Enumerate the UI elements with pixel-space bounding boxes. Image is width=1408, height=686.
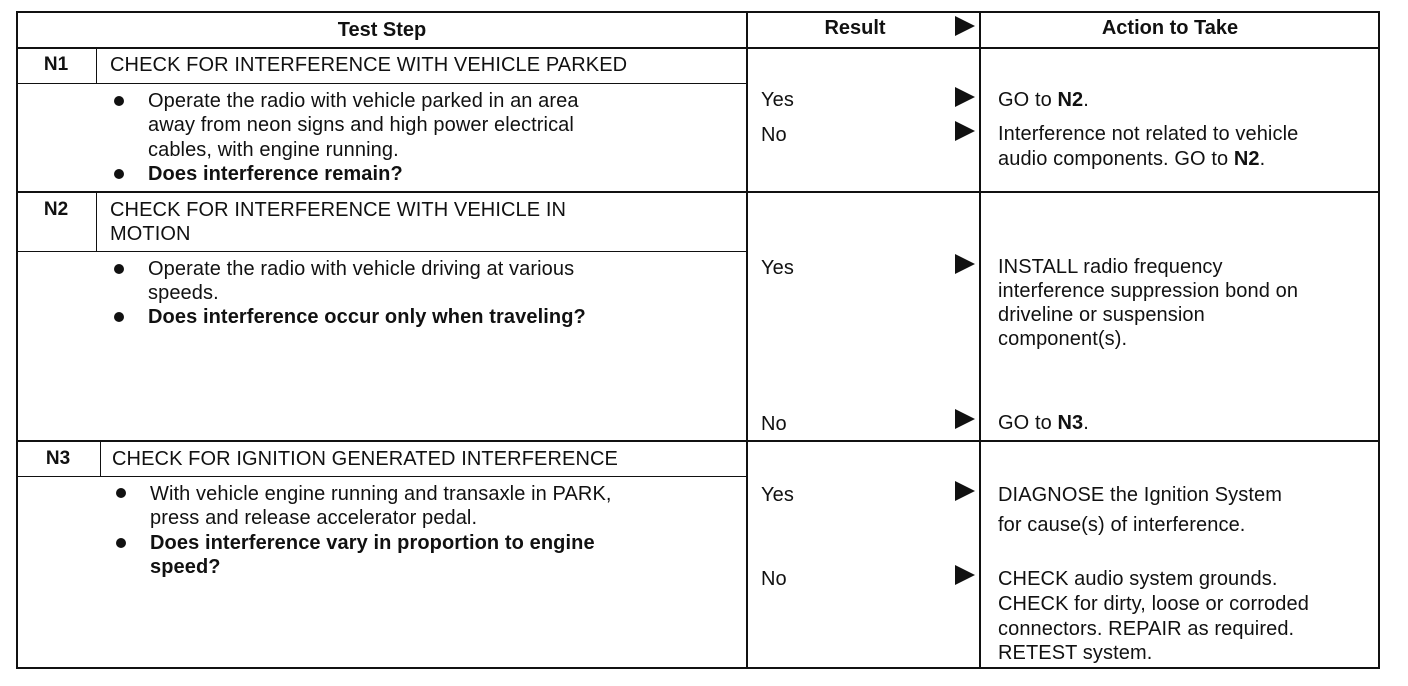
action-line: component(s). (998, 328, 1128, 350)
step-title-n2: CHECK FOR INTERFERENCE WITH VEHICLE IN (110, 199, 567, 221)
n1-bottom-rule (16, 191, 1380, 193)
action-line: INSTALL radio frequency (998, 256, 1223, 278)
action-line: CHECK for dirty, loose or corroded (998, 593, 1309, 615)
n2-id-divider (96, 193, 97, 251)
header-bottom-rule (16, 47, 1380, 49)
action-line: interference suppression bond on (998, 280, 1299, 302)
instruction-line: press and release accelerator pedal. (150, 507, 478, 529)
step-id-n1: N1 (43, 54, 69, 75)
n3-id-divider (100, 442, 101, 476)
bullet-icon (116, 488, 126, 498)
header-test-step: Test Step (337, 19, 427, 41)
result-column-divider (746, 11, 748, 669)
result-yes: Yes (761, 484, 794, 506)
question-line: Does interference vary in proportion to … (150, 532, 595, 554)
instruction-line: With vehicle engine running and transaxl… (150, 483, 612, 505)
question-line: speed? (150, 556, 221, 578)
arrow-icon (955, 254, 975, 274)
n1-title-rule (16, 83, 748, 84)
step-title-n2: MOTION (110, 223, 191, 245)
diagnostic-table (16, 11, 1380, 669)
step-id-n2: N2 (43, 199, 69, 220)
action-line: for cause(s) of interference. (998, 514, 1246, 536)
question-line: Does interference remain? (148, 163, 403, 185)
result-no: No (761, 124, 787, 146)
question-line: Does interference occur only when travel… (148, 306, 586, 328)
n1-id-divider (96, 49, 97, 83)
bullet-icon (114, 312, 124, 322)
step-title-n3: CHECK FOR IGNITION GENERATED INTERFERENC… (112, 448, 618, 470)
action-column-divider (979, 11, 981, 669)
action-goto: GO to N3. (998, 412, 1089, 434)
result-no: No (761, 568, 787, 590)
action-line: connectors. REPAIR as required. (998, 618, 1295, 640)
step-title-n1: CHECK FOR INTERFERENCE WITH VEHICLE PARK… (110, 54, 628, 76)
action-line: DIAGNOSE the Ignition System (998, 484, 1283, 506)
header-arrow-icon (955, 16, 975, 36)
n2-bottom-rule (16, 440, 1380, 442)
bullet-icon (116, 538, 126, 548)
header-result: Result (824, 17, 886, 39)
result-yes: Yes (761, 257, 794, 279)
arrow-icon (955, 481, 975, 501)
action-line: driveline or suspension (998, 304, 1205, 326)
bullet-icon (114, 169, 124, 179)
n2-title-rule (16, 251, 748, 252)
instruction-line: away from neon signs and high power elec… (148, 114, 574, 136)
instruction-line: Operate the radio with vehicle driving a… (148, 258, 575, 280)
result-no: No (761, 413, 787, 435)
bullet-icon (114, 264, 124, 274)
action-line: Interference not related to vehicle (998, 123, 1299, 145)
header-action: Action to Take (1101, 17, 1239, 39)
result-yes: Yes (761, 89, 794, 111)
n3-title-rule (16, 476, 748, 477)
action-line: CHECK audio system grounds. (998, 568, 1278, 590)
arrow-icon (955, 565, 975, 585)
instruction-line: Operate the radio with vehicle parked in… (148, 90, 579, 112)
arrow-icon (955, 409, 975, 429)
action-line: audio components. GO to N2. (998, 148, 1266, 170)
instruction-line: cables, with engine running. (148, 139, 399, 161)
step-id-n3: N3 (45, 448, 71, 469)
bullet-icon (114, 96, 124, 106)
arrow-icon (955, 121, 975, 141)
action-goto: GO to N2. (998, 89, 1089, 111)
arrow-icon (955, 87, 975, 107)
action-line: RETEST system. (998, 642, 1153, 664)
instruction-line: speeds. (148, 282, 219, 304)
